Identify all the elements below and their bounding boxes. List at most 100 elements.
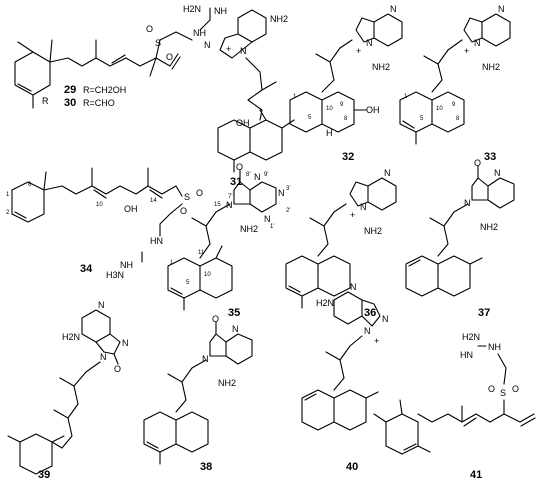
- structure-31: NH2 N N + OH 31: [204, 9, 295, 188]
- oxygen-atom: O: [166, 52, 173, 62]
- n-atom: N: [278, 188, 285, 198]
- compound-label-40: 40: [346, 461, 358, 473]
- locant-3p: 3': [286, 186, 290, 192]
- structure-37: O N N NH2 37: [405, 158, 515, 319]
- n-atom: N: [204, 40, 211, 50]
- n-atom: N: [390, 4, 397, 14]
- compound-label-41: 41: [470, 469, 482, 481]
- compound-label-35: 35: [228, 307, 240, 319]
- n-atom: N: [350, 282, 357, 292]
- plus-charge: +: [374, 336, 379, 346]
- n-atom: N: [98, 300, 105, 310]
- nh2-atom: NH2: [218, 378, 236, 388]
- plus-charge: +: [350, 210, 355, 220]
- n-atom: N: [240, 46, 247, 56]
- plus-charge: +: [464, 46, 469, 56]
- n-atom: N: [360, 202, 367, 212]
- structure-39: O H2N N N N 39: [7, 300, 129, 481]
- locant-9: 9: [452, 102, 456, 108]
- locant-9p: 9': [264, 172, 268, 178]
- h3n-atom: H3N: [106, 270, 124, 280]
- nh2-atom: NH2: [372, 62, 390, 72]
- locant-8: 8: [456, 116, 460, 122]
- n-atom: N: [202, 354, 209, 364]
- locant-1: 1: [170, 260, 174, 266]
- locant-11: 11: [198, 250, 205, 256]
- locant-10: 10: [326, 106, 333, 112]
- nh-atom: NH: [120, 260, 133, 270]
- oxygen-atom: O: [196, 188, 203, 198]
- n-atom: N: [122, 338, 129, 348]
- r-group: R: [42, 96, 49, 106]
- structure-35: O N N N N NH2 8' 9' 3' 2' 1' 7' 15 11 1 …: [167, 162, 290, 319]
- nh-atom: NH: [193, 28, 206, 38]
- oh-label: OH: [124, 204, 138, 214]
- oxygen-atom: O: [146, 24, 153, 34]
- structure-38: O N N NH2 38: [143, 314, 253, 473]
- oxygen-atom: O: [488, 384, 495, 394]
- sulfur-atom: S: [184, 192, 190, 202]
- compound-label-30: 30: [64, 97, 76, 109]
- n-atom: N: [494, 168, 501, 178]
- n-atom: N: [232, 324, 239, 334]
- substituent-30: R=CHO: [83, 98, 115, 108]
- structure-32: N N + NH2 OH 1 5 10 9 8 H 32: [289, 4, 403, 163]
- n-atom: N: [382, 314, 389, 324]
- compound-label-36: 36: [364, 307, 376, 319]
- structure-33: N N + NH2 1 5 10 9 8 33: [399, 4, 511, 163]
- locant-9: 9: [340, 102, 344, 108]
- locant-7p: 7': [228, 194, 232, 200]
- locant-5: 5: [186, 280, 190, 286]
- compound-label-38: 38: [200, 461, 212, 473]
- compound-label-34: 34: [80, 263, 93, 275]
- locant-10: 10: [204, 272, 211, 278]
- n-atom: N: [100, 352, 107, 362]
- nh2-atom: NH2: [270, 14, 288, 24]
- structure-34: S O O OH HN NH H3N 6 1 2 10 14 34: [6, 167, 203, 280]
- locant-1: 1: [404, 94, 408, 100]
- locant-10: 10: [436, 106, 443, 112]
- plus-charge: +: [356, 46, 361, 56]
- h2n-atom: H2N: [62, 332, 80, 342]
- n-atom: N: [384, 168, 391, 178]
- locant-15: 15: [214, 202, 221, 208]
- n-atom: N: [464, 198, 471, 208]
- locant-1: 1: [293, 94, 297, 100]
- compound-label-33: 33: [484, 151, 496, 163]
- structure-36: N N + NH2 36: [285, 168, 397, 319]
- locant-5: 5: [308, 115, 312, 121]
- nh-atom: NH: [214, 6, 227, 16]
- locant-6: 6: [28, 182, 32, 188]
- structure-41: H2N HN NH S O O 41: [373, 332, 536, 481]
- compound-label-39: 39: [38, 469, 50, 481]
- sulfur-atom: S: [500, 388, 506, 398]
- locant-10: 10: [96, 202, 103, 208]
- locant-14: 14: [150, 198, 157, 204]
- nh2-atom: NH2: [482, 62, 500, 72]
- h-atom: H: [326, 128, 333, 138]
- locant-1: 1: [6, 192, 10, 198]
- locant-8p: 8': [246, 172, 250, 178]
- structure-40: H2N N N N + 40: [301, 282, 389, 473]
- locant-8: 8: [344, 116, 348, 122]
- oxygen-atom: O: [236, 162, 243, 172]
- n-atom: N: [366, 38, 373, 48]
- substituent-29: R=CH2OH: [83, 85, 126, 95]
- hn-atom: HN: [150, 236, 163, 246]
- plus-charge: +: [226, 44, 231, 54]
- n-atom: N: [474, 38, 481, 48]
- compound-label-37: 37: [478, 307, 490, 319]
- h2n-atom: H2N: [316, 298, 334, 308]
- nh-atom: NH: [488, 342, 501, 352]
- oh-label: OH: [366, 105, 380, 115]
- oxygen-atom: O: [180, 206, 187, 216]
- oxygen-atom: O: [474, 158, 481, 168]
- nh2-atom: NH2: [364, 226, 382, 236]
- nh2-atom: NH2: [240, 224, 258, 234]
- n-atom: N: [364, 326, 371, 336]
- sulfur-atom: S: [155, 38, 161, 48]
- n-atom: N: [254, 172, 261, 182]
- n-atom: N: [498, 4, 505, 14]
